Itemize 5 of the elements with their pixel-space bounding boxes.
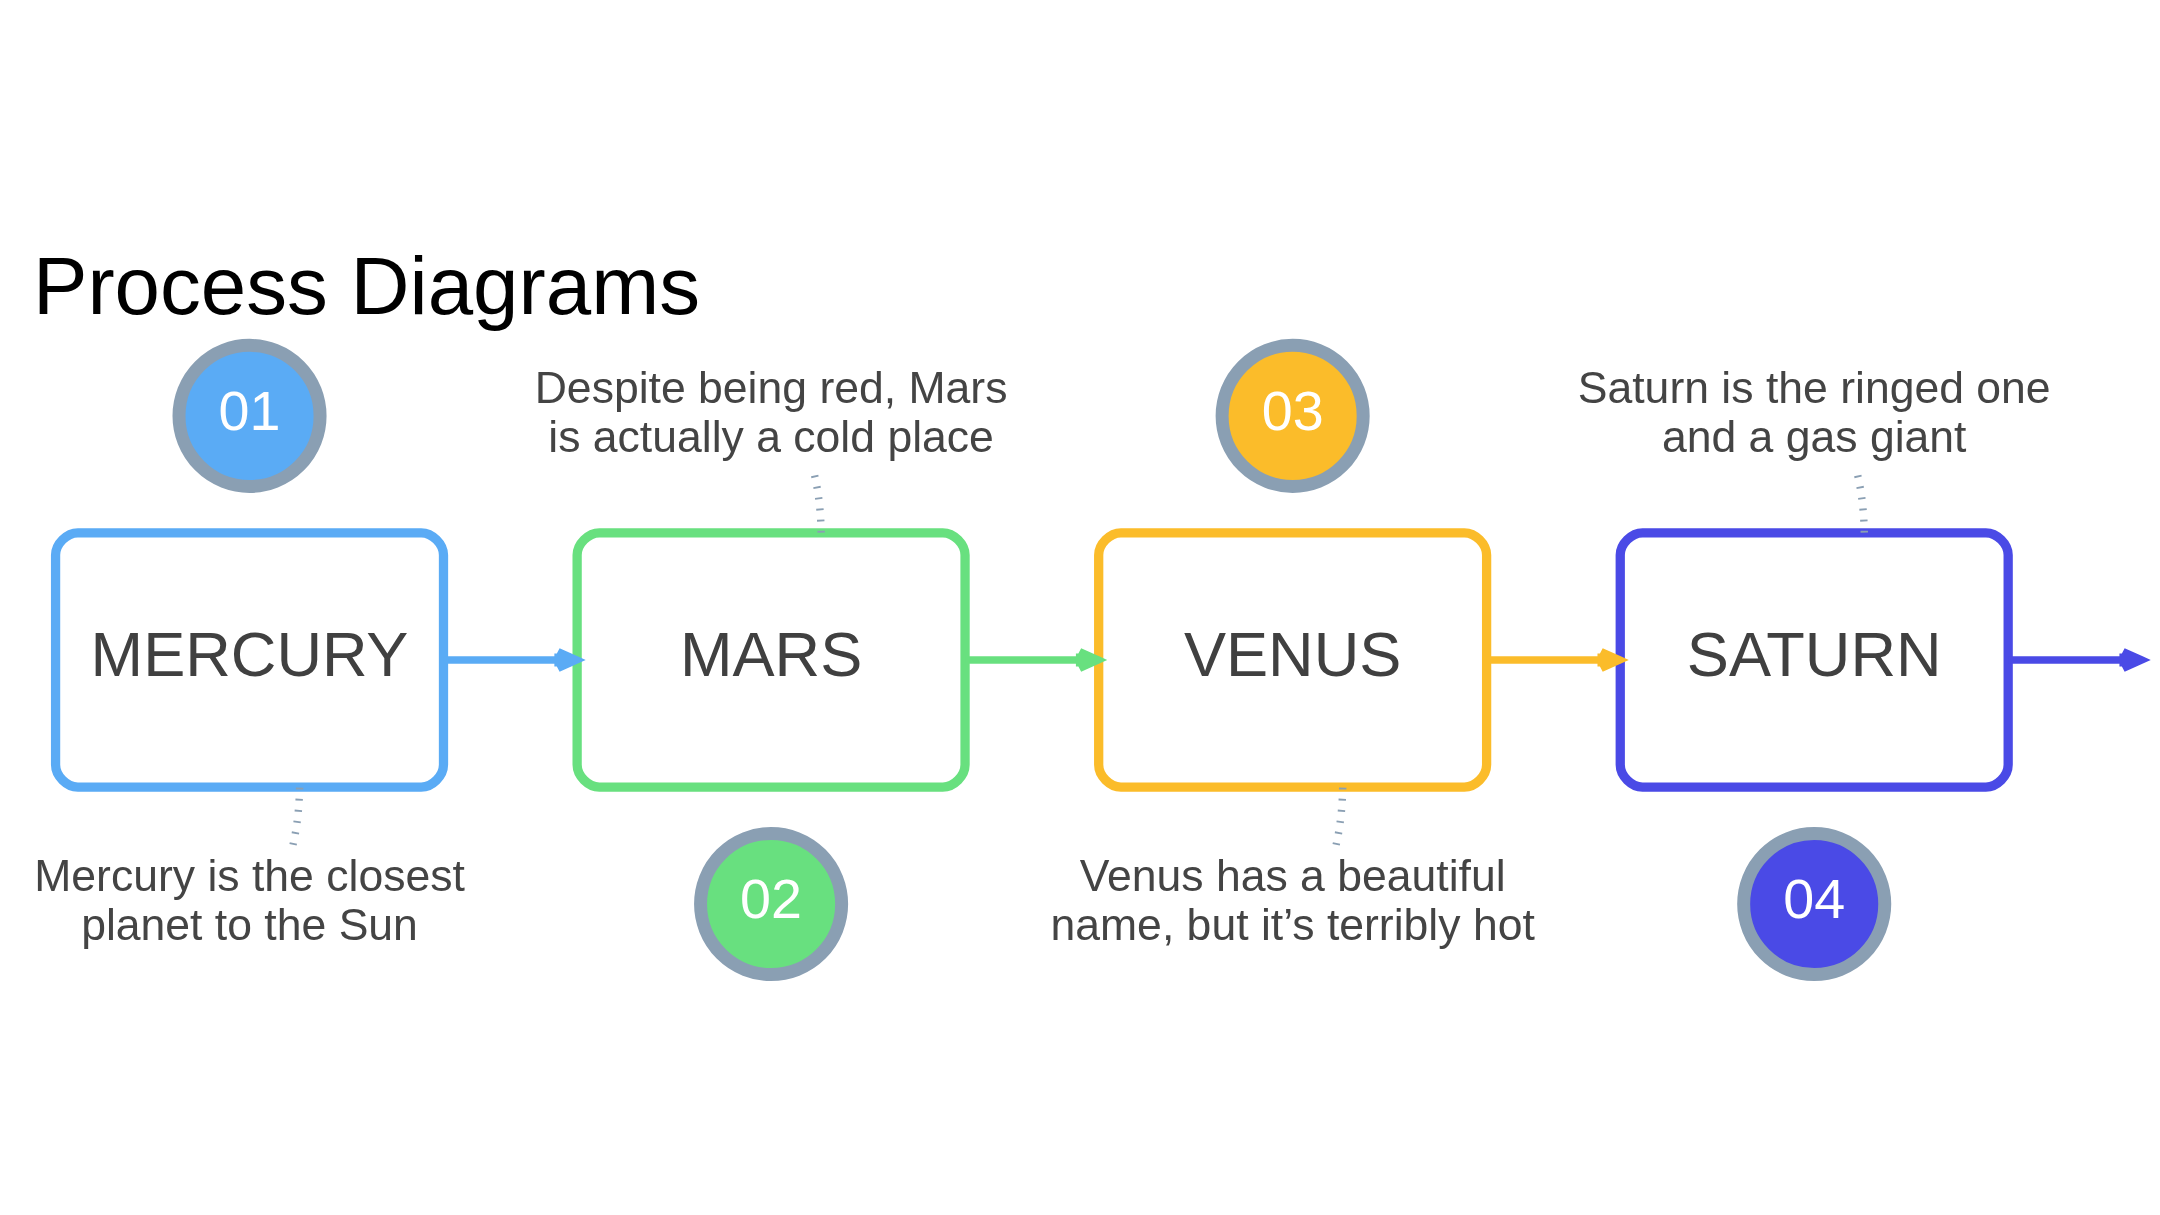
node-text: Mercury is the closest planet to the Sun: [34, 850, 465, 949]
node-text: Despite being red, Mars is actually a cold place: [534, 362, 1008, 461]
node-text: Saturn is the ringed one and a gas giant: [1577, 362, 2051, 461]
diagram-title: Process Diagrams: [32, 239, 700, 331]
node-text: Venus has a beautiful name, but it’s terribly hot: [1050, 850, 1535, 949]
